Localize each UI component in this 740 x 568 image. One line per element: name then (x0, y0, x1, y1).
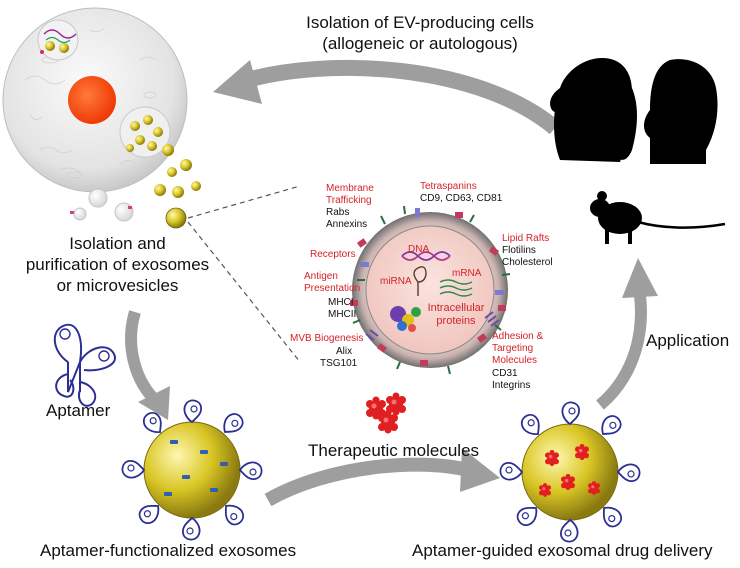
therapeutic-label: Therapeutic molecules (308, 441, 480, 460)
tsg101-label: TSG101 (320, 358, 358, 369)
drug-loaded-exosome (499, 401, 641, 543)
human-head-silhouette (550, 58, 718, 165)
purification-label: Isolation and purification of exosomes o… (0, 233, 235, 296)
aptamer-label: Aptamer (46, 401, 111, 420)
alix-label: Alix (336, 346, 353, 357)
arrow-cell-to-aptamer-exosome (125, 310, 170, 420)
application-label: Application (646, 331, 730, 350)
isolation-cells-line1: Isolation of EV-producing cells (306, 13, 534, 32)
released-exosomes (154, 144, 201, 229)
ev-producing-cell (2, 7, 188, 193)
rabs-label: Rabs (326, 207, 350, 218)
intracellular-line1: Intracellular (427, 302, 485, 314)
arrow-top-to-cell (213, 59, 561, 135)
therapeutic-molecules (366, 392, 406, 434)
tetraspanin-list: CD9, CD63, CD81 (420, 193, 503, 204)
mhci-label: MHCI (328, 297, 354, 308)
antigen-label: Antigen Presentation (304, 271, 360, 295)
antigen-line1: Antigen (304, 271, 338, 282)
dna-label: DNA (408, 244, 430, 255)
arrow-delivery-to-application (596, 258, 658, 410)
antigen-line2: Presentation (304, 283, 361, 294)
cholesterol-label: Cholesterol (502, 257, 553, 268)
tetraspanins-label: Tetraspanins (420, 181, 477, 192)
membrane-trafficking-line1: Membrane (326, 183, 374, 194)
arrow-functionalized-to-delivery (264, 448, 500, 507)
annexins-label: Annexins (326, 219, 368, 230)
nucleus (68, 76, 116, 124)
adhesion-label: Adhesion & Targeting Molecules (492, 331, 543, 367)
purification-line2: purification of exosomes (25, 255, 210, 274)
delivery-label: Aptamer-guided exosomal drug delivery (412, 541, 713, 560)
adhesion-line2: Targeting (492, 343, 534, 354)
purification-line3: or microvesicles (56, 276, 179, 295)
cd31-label: CD31 (492, 368, 518, 379)
mrna-label: mRNA (452, 268, 482, 279)
microvesicles (70, 188, 134, 222)
isolation-cells-label: Isolation of EV-producing cells (allogen… (250, 12, 590, 54)
purification-line1: Isolation and (69, 234, 166, 253)
membrane-trafficking-label: Membrane Trafficking (326, 183, 374, 207)
intracellular-label: Intracellular proteins (420, 302, 492, 328)
aptamer-functionalized-exosome (121, 399, 263, 541)
adhesion-line3: Molecules (492, 355, 538, 366)
functionalized-label: Aptamer-functionalized exosomes (40, 541, 297, 560)
integrins-label: Integrins (492, 380, 531, 391)
isolation-cells-line2: (allogeneic or autologous) (322, 34, 518, 53)
mouse-silhouette (590, 191, 726, 244)
zoom-lines (187, 185, 301, 363)
adhesion-line1: Adhesion & (492, 331, 544, 342)
aptamer-structure (53, 323, 116, 407)
exosome-cross-section (350, 205, 511, 375)
membrane-trafficking-line2: Trafficking (326, 195, 372, 206)
flotilins-label: Flotilins (502, 245, 536, 256)
mvb-label: MVB Biogenesis (290, 333, 364, 344)
intracellular-line2: proteins (436, 315, 476, 327)
lipid-rafts-label: Lipid Rafts (502, 233, 550, 244)
mhcii-label: MHCII (328, 309, 357, 320)
receptors-label: Receptors (310, 249, 356, 260)
mirna-label: miRNA (380, 276, 412, 287)
